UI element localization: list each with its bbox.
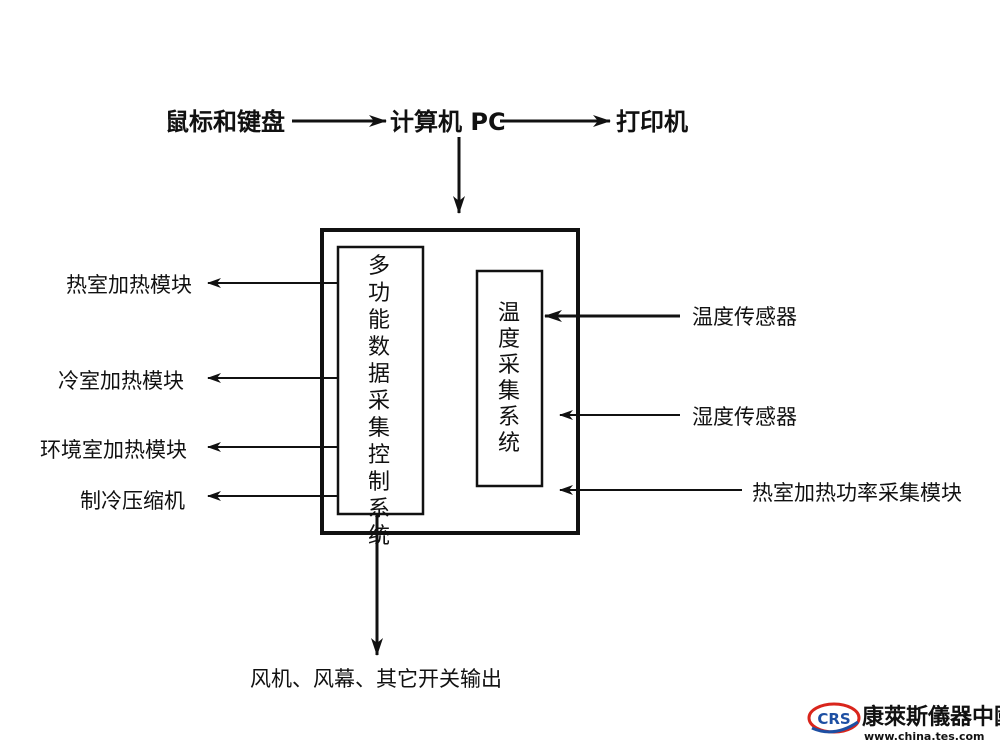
vertical-char: 数 <box>368 335 390 360</box>
multi-function-module-box <box>336 245 425 516</box>
watermark-url: www.china.tes.com <box>864 730 985 743</box>
temperature-module-box <box>475 269 544 488</box>
switch-outputs-label: 风机、风幕、其它开关输出 <box>250 667 502 691</box>
vertical-char: 多 <box>368 254 390 279</box>
vertical-char: 统 <box>368 524 390 549</box>
printer-label: 打印机 <box>616 108 688 136</box>
temperature-module-label: 温度采集系统 <box>498 301 520 456</box>
vertical-char: 集 <box>368 416 390 441</box>
input-devices-label: 鼠标和键盘 <box>165 108 285 136</box>
env-room-heater-label: 环境室加热模块 <box>40 438 187 462</box>
watermark-company-name: 康萊斯儀器中國 <box>862 704 1000 730</box>
multi-function-module-label: 多功能数据采集控制系统 <box>368 254 390 549</box>
vertical-char: 集 <box>498 379 520 404</box>
watermark-logo-text: CRS <box>817 710 850 728</box>
watermark: CRS 康萊斯儀器中國 www.china.tes.com <box>807 702 1000 743</box>
vertical-char: 统 <box>498 431 520 456</box>
vertical-char: 温 <box>498 301 520 326</box>
vertical-char: 系 <box>498 405 520 430</box>
vertical-char: 能 <box>368 308 390 333</box>
power-collection-module-label: 热室加热功率采集模块 <box>752 481 962 505</box>
compressor-label: 制冷压缩机 <box>80 489 185 513</box>
humidity-sensor-label: 湿度传感器 <box>692 405 797 429</box>
vertical-char: 采 <box>498 353 520 378</box>
vertical-char: 度 <box>498 327 520 352</box>
cold-room-heater-label: 冷室加热模块 <box>58 369 184 393</box>
vertical-char: 功 <box>368 281 390 306</box>
main-controller-box <box>320 228 580 535</box>
computer-pc-label: 计算机 PC <box>390 108 506 136</box>
vertical-char: 系 <box>368 497 390 522</box>
watermark-logo-swoosh <box>811 720 859 734</box>
vertical-char: 据 <box>368 362 390 387</box>
vertical-char: 控 <box>368 443 390 468</box>
hot-room-heater-label: 热室加热模块 <box>66 273 192 297</box>
vertical-char: 制 <box>368 470 390 495</box>
vertical-char: 采 <box>368 389 390 414</box>
temperature-sensor-label: 温度传感器 <box>692 305 797 329</box>
